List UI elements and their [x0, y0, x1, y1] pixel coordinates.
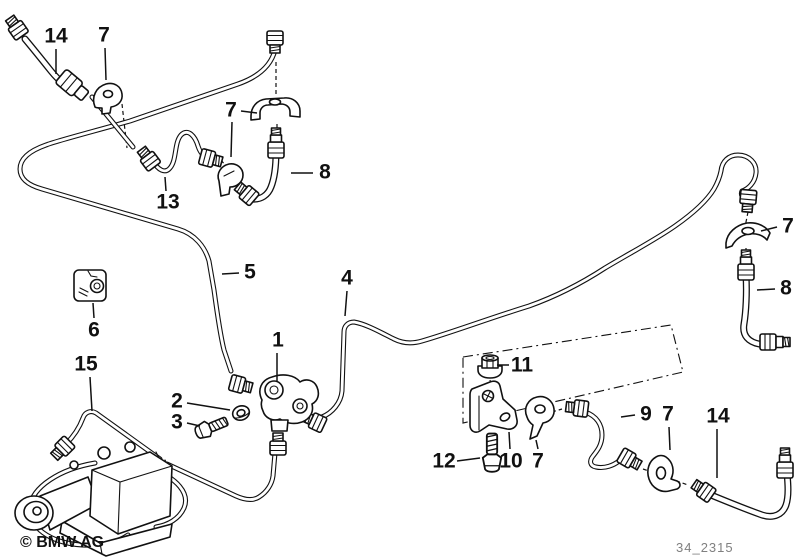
- callout-leader-4: [344, 290, 348, 317]
- callout-leader-7: [760, 226, 778, 232]
- body-panel-outline: [462, 324, 684, 424]
- hose8f-top-fitting: [267, 127, 285, 159]
- pipe-9: [585, 412, 619, 468]
- part-callout-11-12[interactable]: 11: [511, 354, 534, 377]
- callout-leader-3: [186, 422, 201, 427]
- callout-leader-6: [92, 302, 95, 319]
- callout-leader-7: [230, 121, 233, 158]
- part-callout-13-2[interactable]: 13: [156, 191, 179, 214]
- part-callout-1-9[interactable]: 1: [272, 329, 284, 352]
- holder-part-6: [73, 269, 107, 302]
- callout-leader-12: [456, 457, 481, 462]
- part-callout-3-11[interactable]: 3: [171, 411, 183, 434]
- hose-14-rear: [711, 472, 788, 516]
- part-callout-7-15[interactable]: 7: [532, 450, 544, 473]
- hose14r-top-fitting: [776, 447, 794, 479]
- part-callout-4-6[interactable]: 4: [341, 267, 353, 290]
- part-callout-7-19[interactable]: 7: [782, 215, 794, 238]
- part-callout-10-14[interactable]: 10: [499, 450, 522, 473]
- clamp-7-top-center: [250, 97, 301, 121]
- washer-part-2: [231, 405, 251, 421]
- callout-leader-7: [240, 110, 258, 114]
- part-callout-7-3[interactable]: 7: [225, 99, 237, 122]
- bolt-part-3: [192, 412, 231, 442]
- pipe4-end-fitting: [738, 188, 758, 214]
- clamp-7-top-right: [725, 222, 771, 249]
- pipe9-left-fitting: [564, 397, 590, 419]
- callout-leader-7: [668, 426, 671, 451]
- callout-leader-8: [756, 288, 776, 291]
- part-callout-14-0[interactable]: 14: [44, 25, 68, 48]
- clamp-7-small-center: [217, 163, 244, 197]
- hose8r-end-fitting: [759, 333, 791, 351]
- clamp-7-bracket-area: [524, 395, 555, 440]
- diagram-code: 34_2315: [676, 540, 734, 555]
- clamp-7-bottom-right: [647, 454, 681, 493]
- part-callout-7-17[interactable]: 7: [662, 403, 674, 426]
- abs-hydro-unit: [14, 441, 186, 557]
- hose8r-top-fitting: [737, 249, 755, 281]
- hose14tl-lower-fitting: [54, 68, 92, 104]
- pipe-4: [322, 155, 756, 417]
- t-junction-part-1: [259, 374, 320, 432]
- callout-leader-9: [620, 414, 636, 418]
- part-callout-2-10[interactable]: 2: [171, 390, 183, 413]
- callout-leader-13: [164, 176, 167, 192]
- part-callout-14-18[interactable]: 14: [706, 405, 730, 428]
- part-callout-9-16[interactable]: 9: [640, 403, 652, 426]
- bracket-part-10: [469, 380, 518, 433]
- callout-leader-2: [186, 402, 231, 411]
- pipe9-right-fitting: [615, 446, 645, 474]
- callout-leader-7: [104, 47, 107, 81]
- part-callout-7-1[interactable]: 7: [98, 24, 110, 47]
- part-callout-8-20[interactable]: 8: [780, 277, 792, 300]
- pipe13-right-fitting: [197, 147, 225, 171]
- callout-leader-5: [221, 272, 240, 275]
- callout-leaders: [55, 47, 778, 478]
- copyright-text: © BMW AG: [20, 534, 105, 551]
- pipe5-t-fitting: [227, 373, 255, 397]
- pipe15-t-fitting: [269, 432, 287, 456]
- pipe5-end-fitting: [266, 30, 284, 54]
- part-callout-15-8[interactable]: 15: [74, 353, 98, 376]
- part-callout-6-7[interactable]: 6: [88, 319, 100, 342]
- part-callout-8-4[interactable]: 8: [319, 161, 331, 184]
- clamp-7-top-left: [92, 82, 123, 115]
- nut-part-11: [477, 354, 503, 379]
- callout-leader-15: [89, 376, 93, 412]
- callout-leader-7: [535, 439, 539, 450]
- part-callout-12-13[interactable]: 12: [432, 450, 455, 473]
- callout-leader-10: [508, 431, 511, 450]
- part-callout-5-5[interactable]: 5: [244, 261, 256, 284]
